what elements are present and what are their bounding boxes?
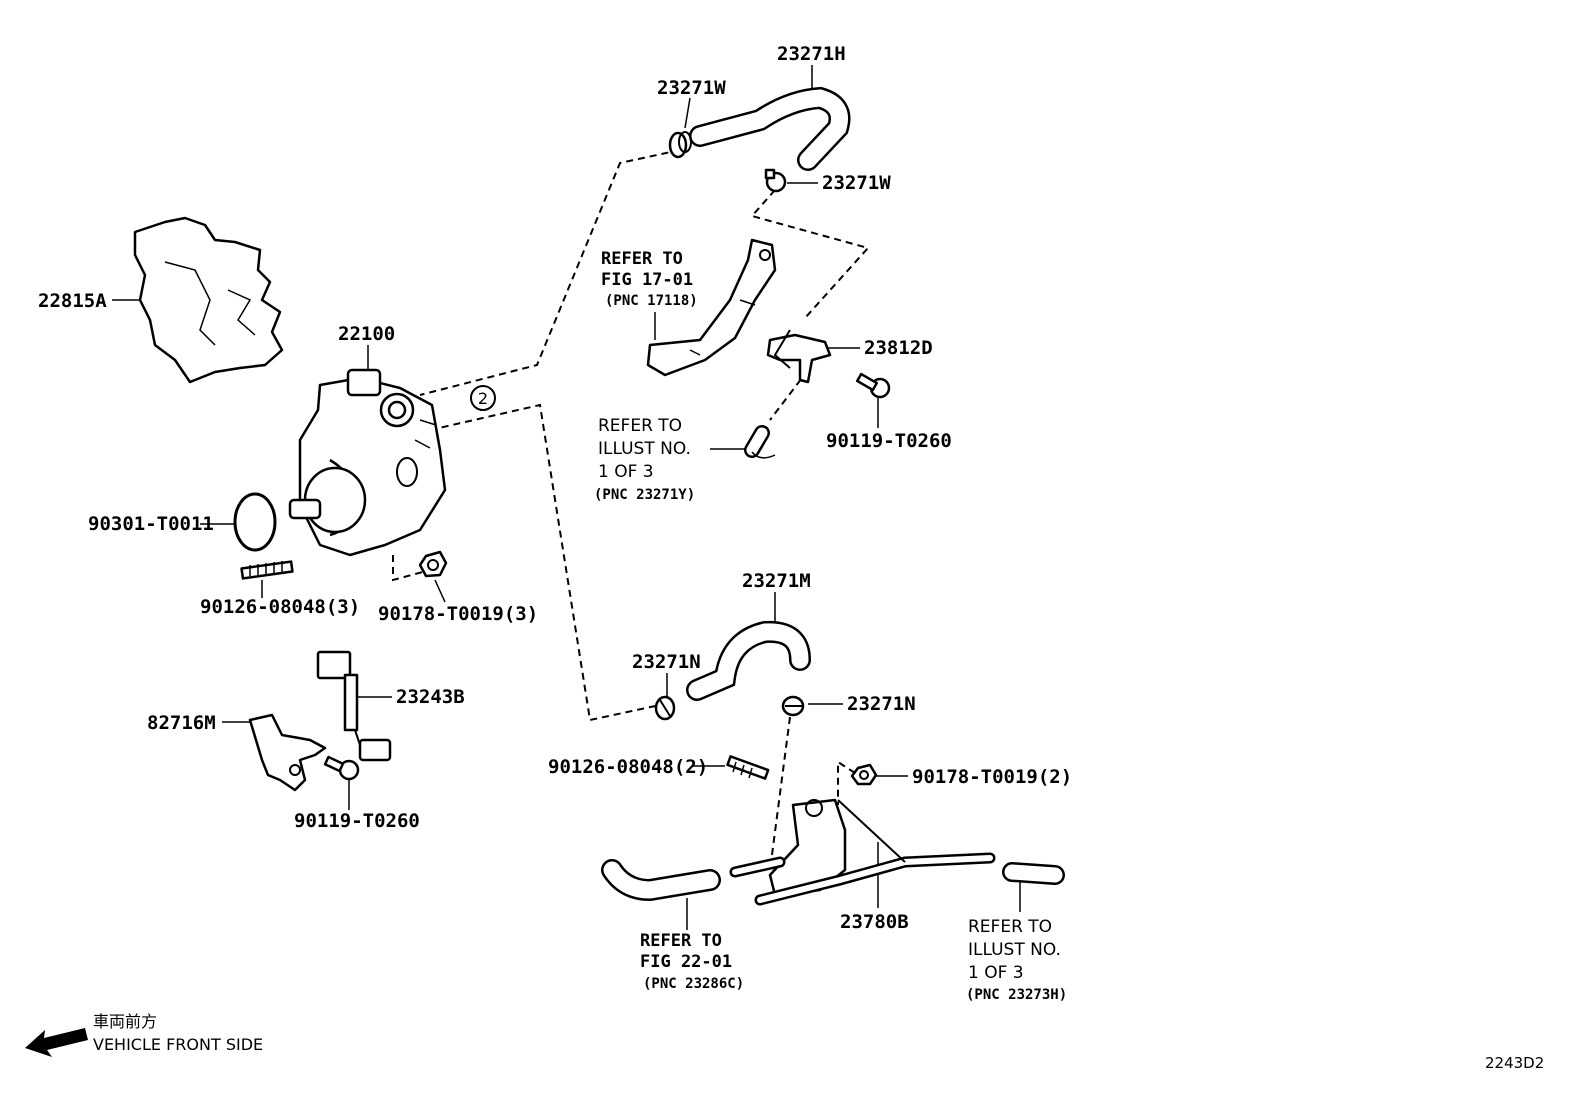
hose-end-23271Y <box>744 425 776 459</box>
ref-fig17-line2: FIG 17-01 <box>601 270 693 290</box>
hose-23271M <box>686 620 811 701</box>
o-ring-90301-T0011 <box>233 492 277 552</box>
part-labels: 23271H 23271W 23271W 22815A 22100 23812D… <box>38 43 1072 933</box>
label-90301-T0011: 90301-T0011 <box>88 513 214 535</box>
ref-fig22-line1: REFER TO <box>640 931 722 951</box>
front-arrow-icon <box>25 1028 88 1057</box>
front-label-en: VEHICLE FRONT SIDE <box>93 1035 263 1054</box>
stud-90126-08048-3 <box>240 560 294 580</box>
hose-23273H <box>1002 862 1065 885</box>
label-23271M: 23271M <box>742 570 811 592</box>
ref-illust-a-line2: ILLUST NO. <box>598 439 691 459</box>
clamp-23271N-right <box>781 695 805 717</box>
label-23780B: 23780B <box>840 911 909 933</box>
ref-fig17-line3: (PNC 17118) <box>605 293 698 309</box>
bracket-82716M <box>248 713 327 792</box>
assembly-23780B <box>729 798 996 906</box>
callout-number: 2 <box>478 389 488 408</box>
clamp-23271N-left <box>654 695 676 721</box>
label-23271N-left: 23271N <box>632 651 701 673</box>
diagram-code: 2243D2 <box>1485 1054 1544 1072</box>
clamp-23271W-mid <box>764 168 787 193</box>
label-23243B: 23243B <box>396 686 465 708</box>
bolt-90119-T0260-a <box>855 372 891 399</box>
pump-22100 <box>288 368 447 557</box>
ref-fig22-line2: FIG 22-01 <box>640 952 732 972</box>
callout-circle-2: 2 <box>470 385 496 411</box>
nut-90178-T0019-3 <box>418 550 448 578</box>
front-label-jp: 車両前方 <box>93 1012 157 1031</box>
label-23271W-mid: 23271W <box>822 172 891 194</box>
ref-illust-a-line1: REFER TO <box>598 416 682 436</box>
ref-illust-b-line1: REFER TO <box>968 917 1052 937</box>
hose-fig22 <box>601 859 721 902</box>
ref-fig17: REFER TO FIG 17-01 (PNC 17118) <box>601 249 698 309</box>
ref-illust-b: REFER TO ILLUST NO. 1 OF 3 (PNC 23273H) <box>966 917 1067 1003</box>
label-23271H: 23271H <box>777 43 846 65</box>
stud-90126-08048-2 <box>726 755 770 780</box>
label-90119-T0260-b: 90119-T0260 <box>294 810 420 832</box>
clamp-23271W-top <box>668 131 692 159</box>
label-22100: 22100 <box>338 323 395 345</box>
leader-lines <box>112 65 1021 930</box>
ref-fig17-line1: REFER TO <box>601 249 683 269</box>
ref-fig22-line3: (PNC 23286C) <box>643 976 744 992</box>
ref-fig22: REFER TO FIG 22-01 (PNC 23286C) <box>640 931 744 992</box>
ref-illust-a-line3: 1 OF 3 <box>598 462 654 482</box>
label-90126-08048-3: 90126-08048(3) <box>200 596 360 618</box>
label-22815A: 22815A <box>38 290 107 312</box>
label-90119-T0260-a: 90119-T0260 <box>826 430 952 452</box>
ref-illust-a: REFER TO ILLUST NO. 1 OF 3 (PNC 23271Y) <box>594 416 695 503</box>
nut-90178-T0019-2 <box>850 763 878 786</box>
ref-illust-b-line4: (PNC 23273H) <box>966 987 1067 1003</box>
bolt-90119-T0260-b <box>323 755 360 781</box>
hose-23271H <box>689 86 851 171</box>
front-indicator: 車両前方 VEHICLE FRONT SIDE <box>25 1012 263 1057</box>
dashed-connection-lines <box>392 149 870 871</box>
label-90178-T0019-2: 90178-T0019(2) <box>912 766 1072 788</box>
cover-22815A <box>133 216 284 384</box>
ref-illust-b-line2: ILLUST NO. <box>968 940 1061 960</box>
label-23271N-right: 23271N <box>847 693 916 715</box>
label-23812D: 23812D <box>864 337 933 359</box>
label-82716M: 82716M <box>147 712 216 734</box>
ref-illust-b-line3: 1 OF 3 <box>968 963 1024 983</box>
bracket-fig17 <box>646 238 777 377</box>
bracket-23812D <box>766 329 832 384</box>
label-90178-T0019-3: 90178-T0019(3) <box>378 603 538 625</box>
sensor-23243B <box>316 650 392 762</box>
label-90126-08048-2: 90126-08048(2) <box>548 756 708 778</box>
label-23271W-top: 23271W <box>657 77 726 99</box>
ref-illust-a-line4: (PNC 23271Y) <box>594 487 695 503</box>
